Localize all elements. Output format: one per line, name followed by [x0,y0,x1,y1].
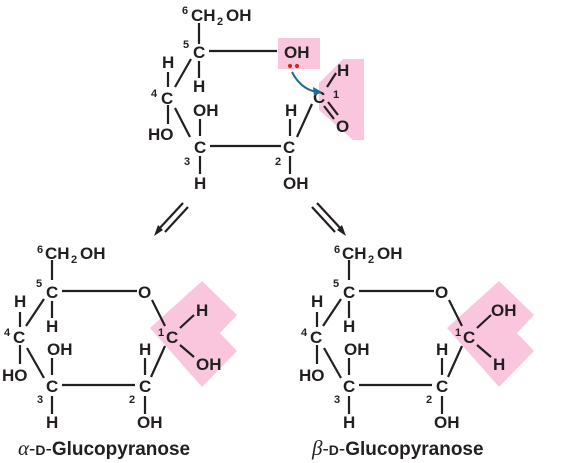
beta-c3-number: 3 [334,394,340,406]
anomeric-highlight-beta [447,281,534,387]
alpha-c4-hydroxyl: HO [2,366,28,385]
alpha-c1-top-substituent: H [196,301,208,320]
c4-hydrogen: H [162,53,174,72]
c1-hydrogen: H [337,61,349,80]
nucleophilic-attack-arrowhead [313,87,322,96]
alpha-caption-prefix: α [18,436,30,460]
alpha-c6-subscript: 2 [71,254,77,266]
beta-c5-number: 5 [333,278,339,290]
open-chain-bonds [166,23,339,174]
alpha-caption-name: Glucopyranose [52,439,190,460]
open-chain-glucose: 6 CH 2 OH 5 C OH H H 4 C HO OH C 3 H H C… [148,5,364,193]
beta-c4-hydroxyl: HO [299,366,325,385]
beta-c6-hydroxyl: OH [377,244,403,263]
c4-carbon: C [161,89,173,108]
alpha-c5-hydrogen: H [46,317,58,336]
aldehyde-highlight [319,59,364,140]
alpha-c4-hydrogen: H [14,292,26,311]
beta-c1-number: 1 [455,327,461,339]
c6-subscript: 2 [217,16,223,28]
beta-c6-group: CH [342,244,367,263]
alpha-caption-dash-2: - [45,439,51,460]
c6-group: CH [191,6,216,25]
beta-c2-number: 2 [426,394,432,406]
c6-number: 6 [182,5,188,17]
c3-carbon: C [194,138,206,157]
alpha-c3-number: 3 [37,394,43,406]
beta-bonds [315,260,492,414]
beta-c6-subscript: 2 [368,254,374,266]
alpha-bonds [18,260,195,414]
c5-hydrogen: H [193,77,205,96]
beta-ring-oxygen: O [435,283,448,302]
alpha-c6-group: CH [45,244,70,263]
c5-hydroxyl-highlight [278,38,320,69]
alpha-glucopyranose: 6 CH 2 OH 5 C O H H 4 C HO OH C 3 H H C … [2,244,237,460]
beta-c4-carbon: C [310,328,322,347]
beta-c2-hydrogen: H [436,340,448,359]
beta-caption-prefix: β [311,436,323,460]
equilibrium-arrow-left [154,202,189,236]
alpha-c2-carbon: C [139,377,151,396]
alpha-c1-bottom-substituent: OH [196,355,222,374]
alpha-c3-carbon: C [46,377,58,396]
c1-number: 1 [333,89,339,101]
c5-carbon: C [193,43,205,62]
c5-number: 5 [183,39,189,51]
c4-number: 4 [151,88,158,100]
alpha-c3-hydroxyl: OH [47,340,73,359]
alpha-c4-carbon: C [13,328,25,347]
beta-c3-carbon: C [343,377,355,396]
alpha-c2-hydroxyl: OH [137,413,163,432]
alpha-c1-carbon: C [166,328,178,347]
beta-c2-hydroxyl: OH [434,413,460,432]
anomeric-highlight-alpha [150,281,237,387]
beta-c4-number: 4 [301,327,308,339]
beta-c1-carbon: C [463,328,475,347]
beta-c5-carbon: C [343,283,355,302]
c4-hydroxyl: HO [148,125,174,144]
beta-caption: β-D-Glucopyranose [311,436,484,460]
alpha-c3-hydrogen: H [46,413,58,432]
beta-caption-d: D [329,442,339,458]
alpha-c6-hydroxyl: OH [80,244,106,263]
alpha-ring-oxygen: O [138,283,151,302]
beta-c3-hydrogen: H [343,413,355,432]
alpha-c1-number: 1 [158,327,164,339]
beta-c6-number: 6 [334,244,340,256]
beta-c2-carbon: C [436,377,448,396]
alpha-c6-number: 6 [37,244,43,256]
beta-caption-dash-2: - [339,439,345,460]
alpha-c5-number: 5 [36,278,42,290]
beta-c1-bottom-substituent: H [493,355,505,374]
beta-caption-name: Glucopyranose [345,439,483,460]
beta-glucopyranose: 6 CH 2 OH 5 C O H H 4 C HO OH C 3 H H C … [299,244,534,460]
c3-hydroxyl: OH [193,101,219,120]
beta-caption-dash-1: - [322,439,328,460]
beta-c3-hydroxyl: OH [344,340,370,359]
lone-pair-dots [287,63,300,69]
c2-hydrogen: H [285,101,297,120]
c2-hydroxyl: OH [283,174,309,193]
c1-carbonyl-oxygen: O [336,117,349,136]
c2-number: 2 [275,156,281,168]
beta-c1-top-substituent: OH [491,301,517,320]
c3-number: 3 [184,156,190,168]
alpha-c5-carbon: C [46,283,58,302]
c3-hydrogen: H [194,174,206,193]
equilibrium-arrow-right [311,202,346,236]
alpha-c4-number: 4 [4,327,11,339]
alpha-caption: α-D-Glucopyranose [18,436,190,460]
beta-c5-hydrogen: H [343,317,355,336]
alpha-c2-number: 2 [129,394,135,406]
alpha-caption-d: D [35,442,45,458]
c6-hydroxyl: OH [226,6,252,25]
alpha-caption-dash-1: - [29,439,35,460]
beta-c4-hydrogen: H [311,292,323,311]
c5-hydroxyl: OH [284,43,310,62]
alpha-c2-hydrogen: H [139,340,151,359]
c2-carbon: C [283,138,295,157]
